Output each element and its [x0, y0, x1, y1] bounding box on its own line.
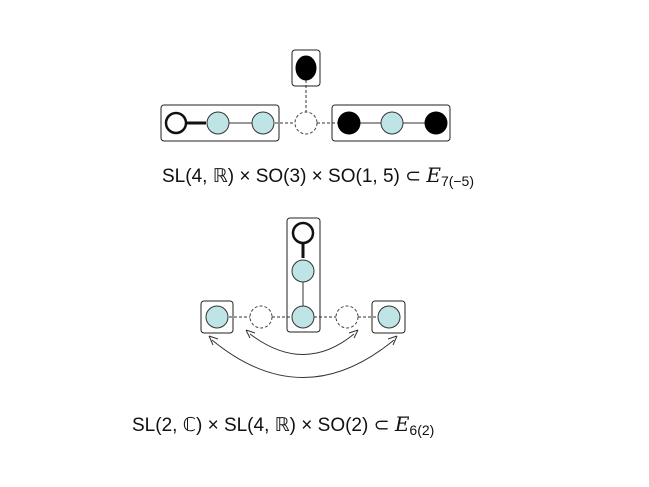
caption-e6-subscript: 6(2) [409, 422, 435, 438]
e7-node-4 [380, 111, 404, 135]
e6-node-right [377, 305, 401, 329]
e6-node-left [205, 305, 229, 329]
e7-node-5 [424, 111, 448, 135]
e6-arrow-outer [211, 339, 395, 378]
caption-e6-group: SL(2, ℂ) × SL(4, ℝ) × SO(2) ⊂ [132, 415, 395, 436]
e6-node-vertical [291, 259, 315, 283]
e7-node-3 [337, 111, 361, 135]
e7-node-open [164, 111, 188, 135]
caption-e7-subscript: 7(−5) [440, 173, 475, 189]
caption-e6-algebra: E [394, 412, 410, 436]
e6-diagram [200, 217, 406, 378]
e7-node-center [294, 111, 318, 135]
e6-arrowhead-outer-right [387, 335, 398, 346]
e6-node-open [291, 221, 315, 245]
e7-diagram [160, 49, 451, 142]
e6-node-dashed-left [249, 305, 273, 329]
e7-node-1 [206, 111, 230, 135]
e6-arrow-inner [249, 333, 355, 355]
e6-node-center [291, 305, 315, 329]
caption-e6: SL(2, ℂ) × SL(4, ℝ) × SO(2) ⊂ E6(2) [132, 412, 434, 438]
e7-node-2 [251, 111, 275, 135]
e6-arrowhead-inner-right [348, 329, 359, 339]
e7-node-top [295, 55, 317, 81]
caption-e7: SL(4, ℝ) × SO(3) × SO(1, 5) ⊂ E7(−5) [162, 163, 474, 189]
caption-e7-algebra: E [426, 163, 441, 187]
caption-e7-group: SL(4, ℝ) × SO(3) × SO(1, 5) ⊂ [162, 166, 427, 187]
e6-arrowhead-outer-left [208, 335, 219, 346]
e6-arrowhead-inner-left [245, 329, 256, 339]
e6-node-dashed-right [335, 305, 359, 329]
